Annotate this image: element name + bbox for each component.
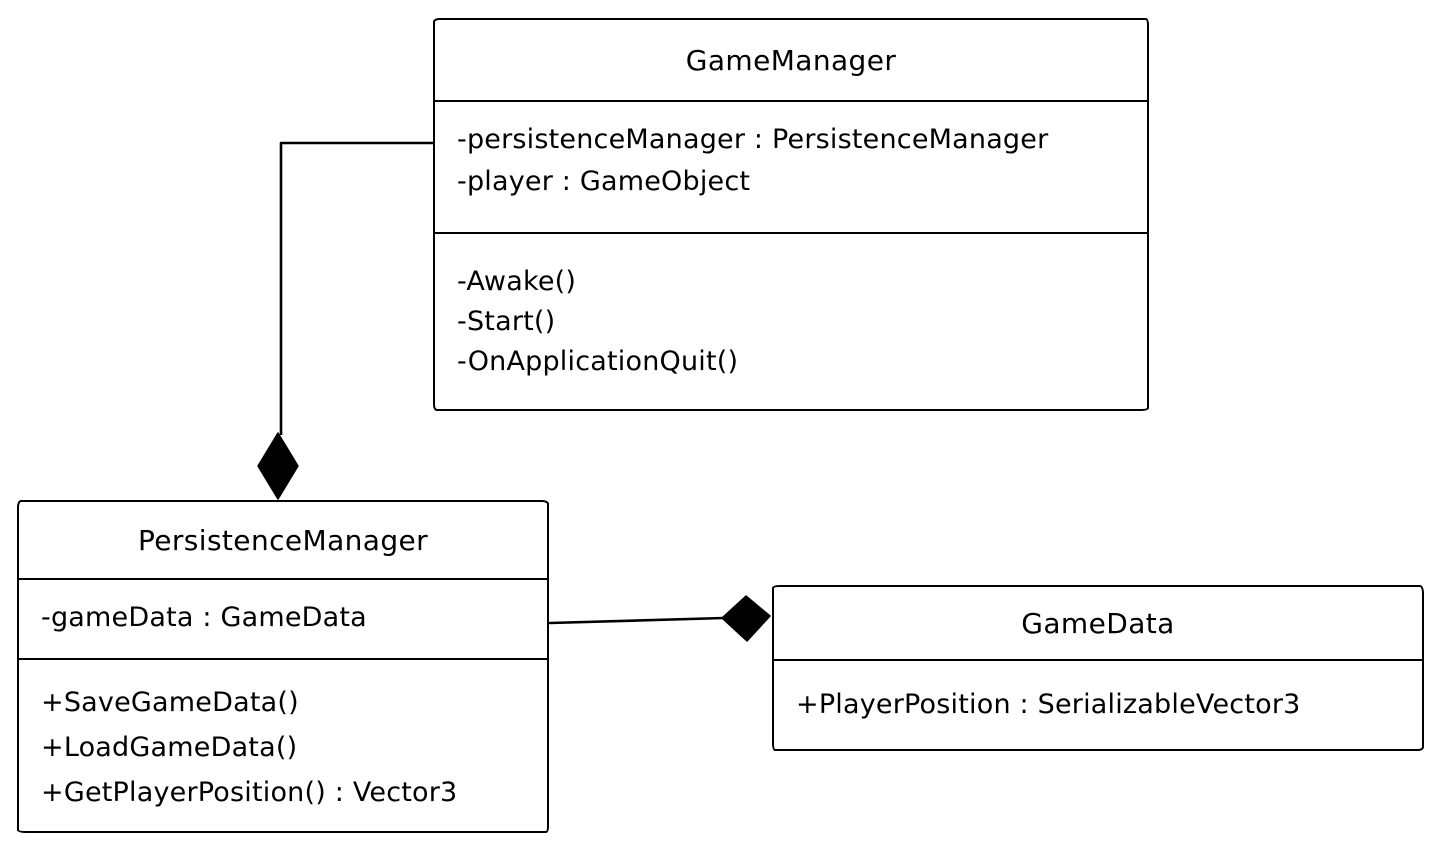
- method: +GetPlayerPosition() : Vector3: [41, 777, 458, 808]
- connector-line: [548, 616, 726, 625]
- class-title-gamedata: GameData: [1021, 606, 1175, 640]
- class-box-gamedata: GameData +PlayerPosition : SerializableV…: [772, 585, 1424, 751]
- attribute: -persistenceManager : PersistenceManager: [457, 124, 1049, 155]
- class-methods-gamemanager: -Awake() -Start() -OnApplicationQuit(): [435, 232, 1147, 409]
- composition-diamond-icon: [721, 595, 771, 642]
- class-attributes-gamemanager: -persistenceManager : PersistenceManager…: [435, 100, 1147, 232]
- attribute: -gameData : GameData: [41, 602, 367, 633]
- class-box-persistencemanager: PersistenceManager -gameData : GameData …: [17, 500, 549, 833]
- connector-line: [279, 141, 434, 435]
- attribute: -player : GameObject: [457, 166, 751, 197]
- method: +SaveGameData(): [41, 687, 299, 718]
- composition-connector-gamemanager-persistencemanager: [257, 141, 434, 500]
- class-methods-persistencemanager: +SaveGameData() +LoadGameData() +GetPlay…: [19, 658, 547, 831]
- class-attributes-persistencemanager: -gameData : GameData: [19, 578, 547, 658]
- composition-diamond-icon: [257, 432, 299, 500]
- attribute: +PlayerPosition : SerializableVector3: [796, 689, 1301, 720]
- method: -Start(): [457, 306, 556, 337]
- class-attributes-gamedata: +PlayerPosition : SerializableVector3: [774, 659, 1422, 749]
- method: -Awake(): [457, 266, 577, 297]
- class-title-persistencemanager: PersistenceManager: [137, 523, 429, 557]
- method: -OnApplicationQuit(): [457, 346, 739, 377]
- composition-connector-persistencemanager-gamedata: [548, 595, 771, 642]
- class-box-gamemanager: GameManager -persistenceManager : Persis…: [433, 18, 1149, 411]
- method: +LoadGameData(): [41, 732, 298, 763]
- class-title-gamemanager: GameManager: [685, 43, 897, 77]
